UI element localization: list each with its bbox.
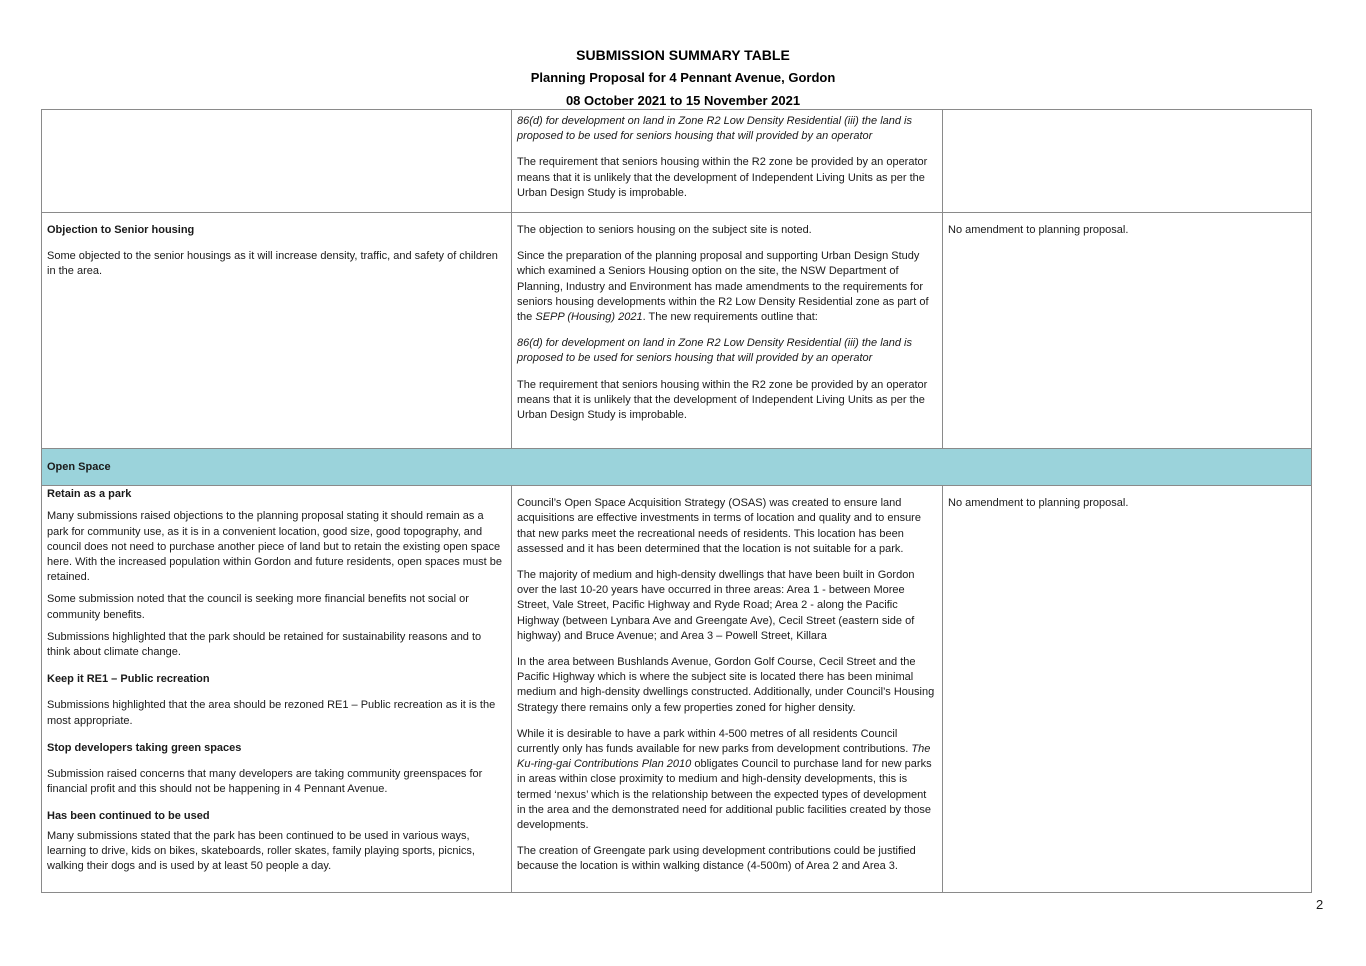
page-dates: 08 October 2021 to 15 November 2021 (565, 93, 801, 108)
response-cell: 86(d) for development on land in Zone R2… (511, 108, 943, 214)
table-row: 86(d) for development on land in Zone R2… (41, 108, 1312, 214)
submission-paragraph: Submission raised concerns that many dev… (47, 768, 483, 796)
response-paragraph: The majority of medium and high-density … (517, 569, 915, 642)
response-paragraph: The creation of Greengate park using dev… (517, 845, 916, 873)
policy-name: SEPP (Housing) 2021 (535, 311, 643, 324)
outcome-text: No amendment to planning proposal. (948, 224, 1129, 237)
page-number: 2 (1316, 897, 1324, 912)
submission-paragraph: Many submissions raised objections to th… (47, 510, 502, 584)
outcome-cell: No amendment to planning proposal. (942, 212, 1312, 450)
submission-cell (41, 108, 512, 214)
outcome-cell: No amendment to planning proposal. (942, 485, 1312, 894)
response-cell: The objection to seniors housing on the … (511, 212, 943, 450)
outcome-cell (942, 108, 1312, 214)
issue-heading: Has been continued to be used (47, 810, 210, 823)
page-title: SUBMISSION SUMMARY TABLE (576, 47, 790, 63)
policy-quote: 86(d) for development on land in Zone R2… (517, 337, 912, 365)
submission-paragraph: Many submissions stated that the park ha… (47, 829, 475, 873)
response-paragraph: The requirement that seniors housing wit… (517, 378, 928, 422)
response-paragraph: Council’s Open Space Acquisition Strateg… (517, 497, 921, 555)
response-cell: Council’s Open Space Acquisition Strateg… (511, 485, 943, 894)
response-paragraph: While it is desirable to have a park wit… (517, 727, 937, 833)
table-row: Objection to Senior housing Some objecte… (41, 212, 1312, 450)
submission-cell: Retain as a park Many submissions raised… (41, 485, 512, 894)
response-paragraph: The requirement that seniors housing wit… (517, 156, 928, 199)
issue-heading: Objection to Senior housing (47, 224, 195, 237)
policy-quote: 86(d) for development on land in Zone R2… (517, 115, 912, 143)
response-paragraph: In the area between Bushlands Avenue, Go… (517, 656, 935, 714)
policy-name: The Ku-ring-gai Contributions Plan 2010 (517, 743, 931, 771)
submission-paragraph: Some objected to the senior housings as … (47, 250, 498, 278)
response-text: While it is desirable to have a park wit… (517, 727, 912, 756)
issue-heading: Keep it RE1 – Public recreation (47, 673, 210, 686)
submission-paragraph: Submissions highlighted that the area sh… (47, 699, 496, 727)
table-row: Retain as a park Many submissions raised… (41, 485, 1312, 894)
issue-heading: Stop developers taking green spaces (47, 741, 242, 754)
response-paragraph: Since the preparation of the planning pr… (517, 249, 937, 325)
response-text: Since the preparation of the planning pr… (517, 250, 929, 324)
response-text: . The new requirements outline that: (642, 311, 818, 324)
section-row-open-space: Open Space (41, 448, 1312, 487)
issue-heading: Retain as a park (47, 488, 132, 501)
submission-cell: Objection to Senior housing Some objecte… (41, 212, 512, 450)
submission-summary-table: 86(d) for development on land in Zone R2… (41, 108, 1312, 894)
response-text: obligates Council to purchase land for n… (517, 758, 932, 832)
section-heading: Open Space (41, 448, 1312, 487)
outcome-text: No amendment to planning proposal. (948, 497, 1129, 510)
page-subtitle: Planning Proposal for 4 Pennant Avenue, … (530, 70, 836, 85)
submission-paragraph: Some submission noted that the council i… (47, 593, 469, 621)
response-paragraph: The objection to seniors housing on the … (517, 224, 812, 237)
submission-paragraph: Submissions highlighted that the park sh… (47, 630, 482, 659)
